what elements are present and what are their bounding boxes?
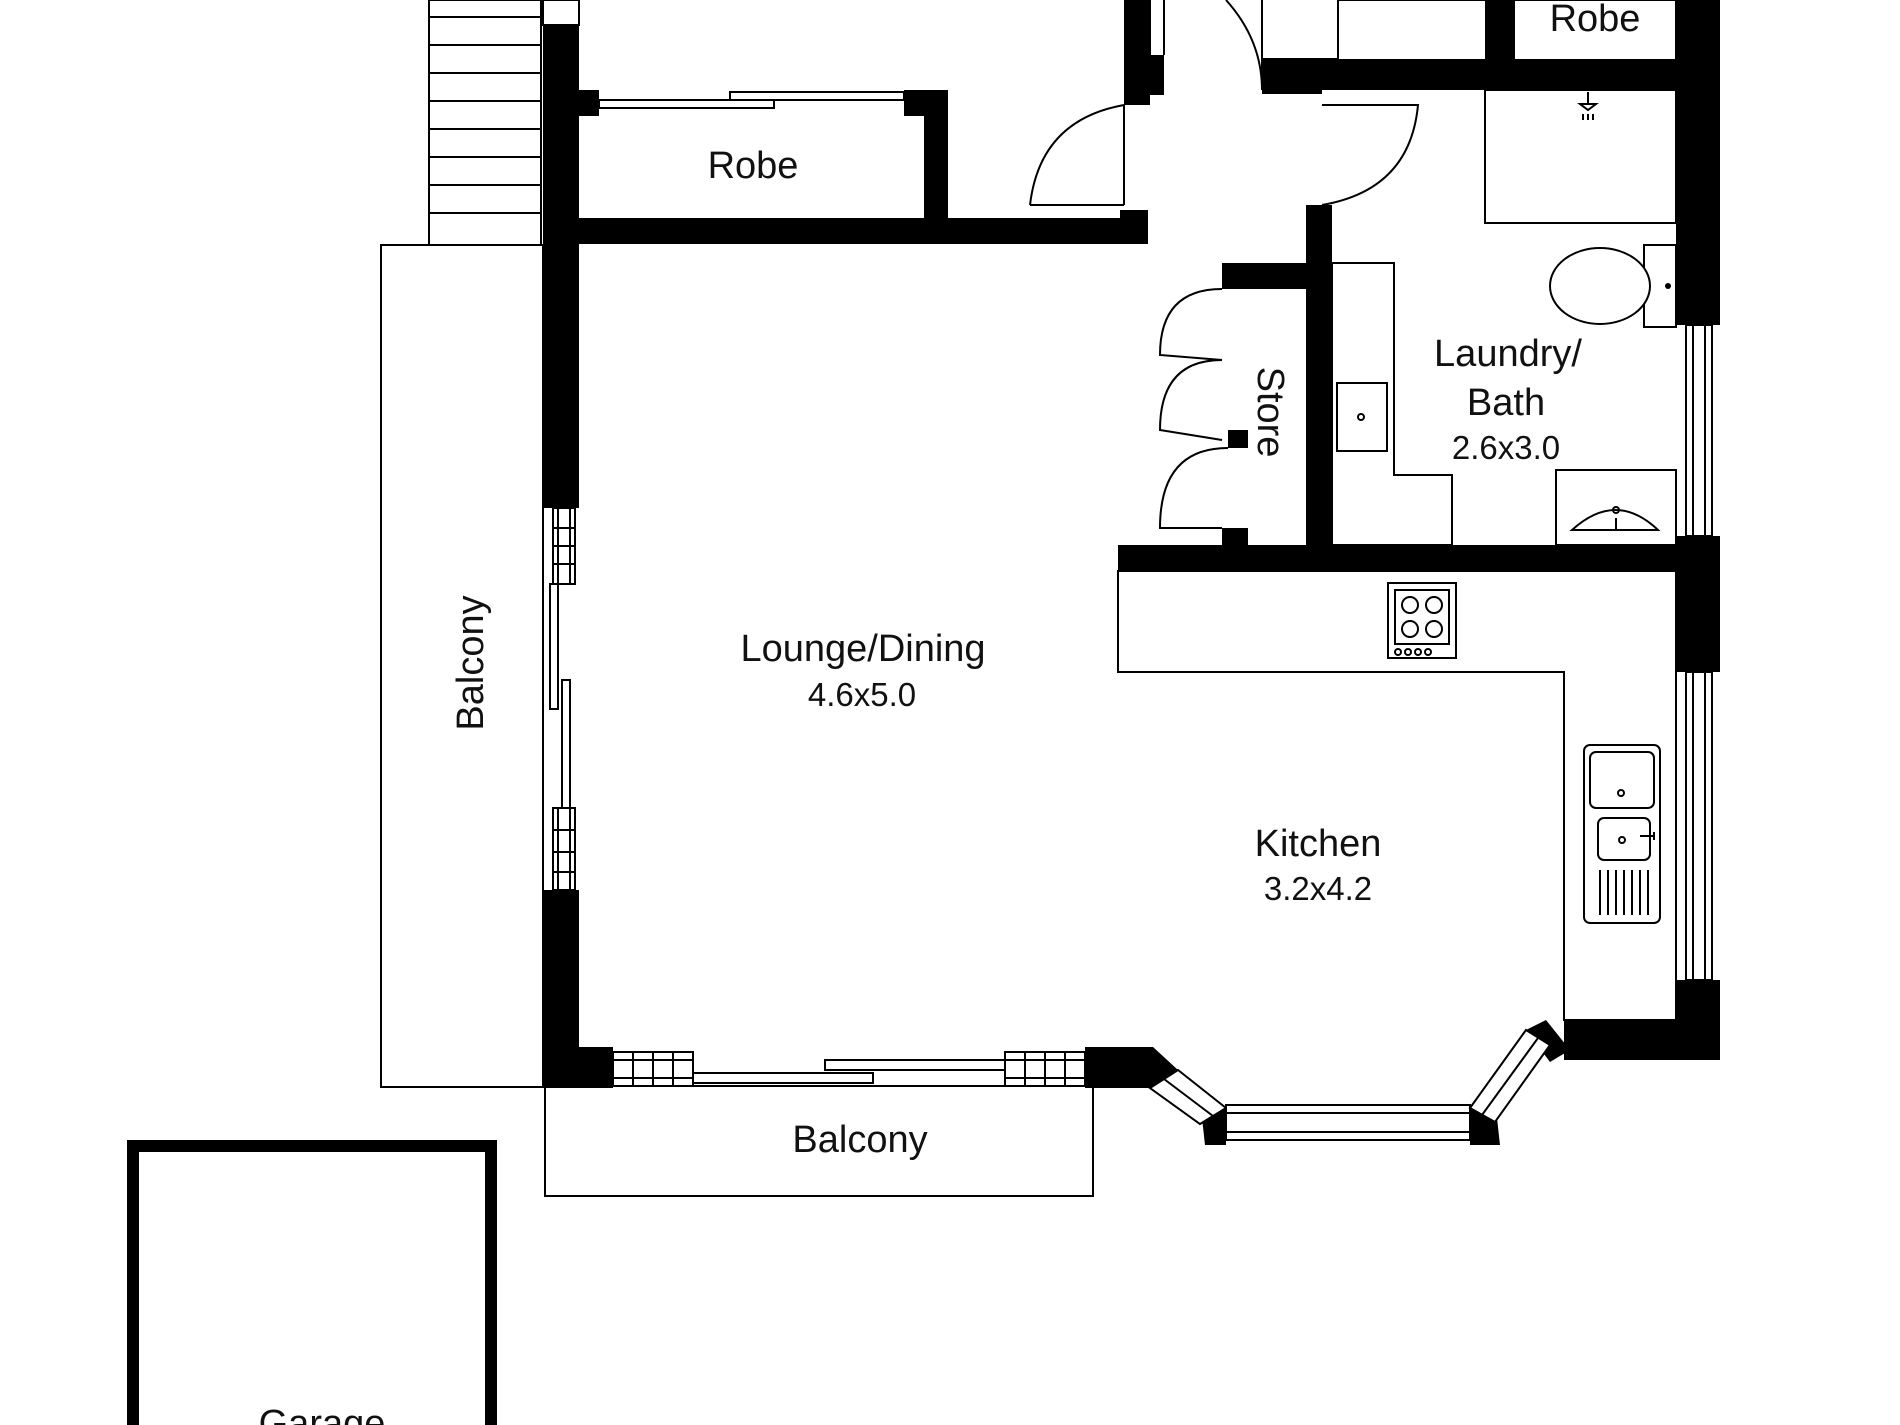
basin-icon <box>1569 506 1661 531</box>
laundry-tub-icon <box>1336 382 1388 452</box>
bottom-balcony-outline <box>544 1085 1094 1197</box>
kitchen-bench <box>1117 570 1677 1021</box>
laundry-bench <box>1331 262 1453 546</box>
room-labels: Robe Robe Laundry/ Bath 2.6x3.0 Store Lo… <box>259 0 1641 1425</box>
side-balcony-outline <box>380 244 544 1088</box>
garage-label: Garage <box>259 1403 386 1425</box>
laundry-bath-label-line2: Bath <box>1467 382 1545 424</box>
stairs <box>428 0 542 246</box>
laundry-bath-dimensions: 2.6x3.0 <box>1452 429 1560 466</box>
lounge-dining-dimensions: 4.6x5.0 <box>808 676 916 713</box>
kitchen-dimensions: 3.2x4.2 <box>1264 870 1372 907</box>
laundry-bath-label-line1: Laundry/ <box>1434 333 1582 375</box>
fixtures <box>1117 89 1677 1021</box>
robe-top-right-label: Robe <box>1550 0 1641 40</box>
walls <box>543 0 1720 1145</box>
robe-left-label: Robe <box>708 145 799 187</box>
garage-outline <box>127 1140 497 1425</box>
bottom-balcony-label: Balcony <box>792 1119 927 1161</box>
kitchen-sink-icon <box>1583 744 1661 924</box>
shower <box>1484 89 1677 224</box>
toilet-icon <box>1549 244 1677 328</box>
kitchen-label: Kitchen <box>1255 823 1382 865</box>
lounge-dining-label: Lounge/Dining <box>740 628 985 670</box>
shower-head-icon <box>1577 92 1599 120</box>
cooktop-icon <box>1387 582 1457 659</box>
store-label: Store <box>1249 367 1291 458</box>
side-balcony-label: Balcony <box>450 595 492 730</box>
windows <box>542 0 1713 1141</box>
doors <box>1029 0 1677 529</box>
